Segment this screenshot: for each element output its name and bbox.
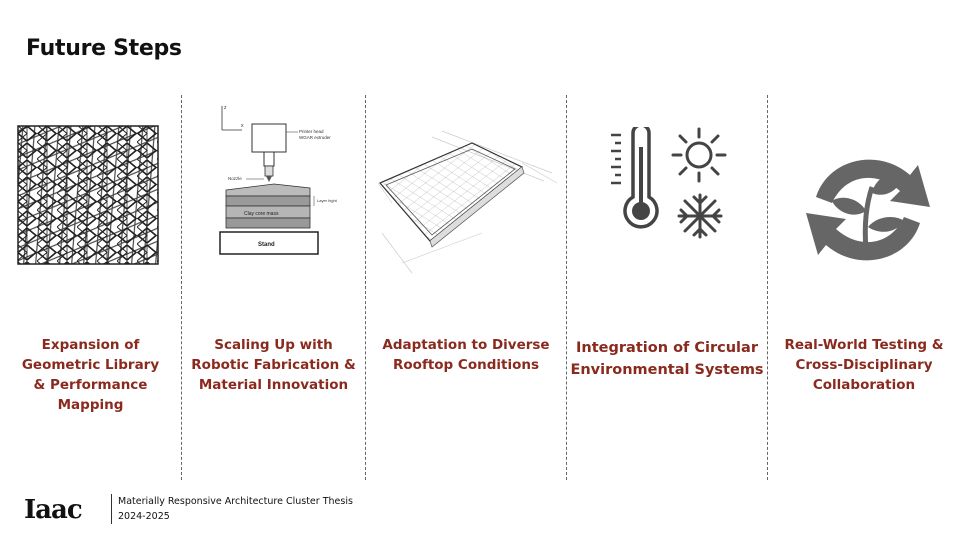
iaac-logo: Iaac — [24, 495, 83, 524]
footer-year: 2024-2025 — [118, 511, 170, 522]
step-label: Real-World Testing & Cross-Disciplinary … — [784, 337, 944, 393]
future-step-geometric-library: Expansion of Geometric Library & Perform… — [0, 95, 181, 480]
slide-title: Future Steps — [26, 36, 182, 61]
geometric-pattern-illustration — [0, 95, 181, 295]
column-divider — [767, 95, 768, 480]
svg-text:Layer hight: Layer hight — [317, 198, 338, 203]
sun-icon — [671, 127, 727, 183]
future-step-rooftop-adaptation: Adaptation to Diverse Rooftop Conditions — [366, 95, 566, 480]
future-step-circular-systems: Integration of Circular Environmental Sy… — [567, 95, 767, 480]
step-label: Integration of Circular Environmental Sy… — [570, 340, 764, 378]
rooftop-panel-icon — [377, 130, 558, 274]
step-label: Adaptation to Diverse Rooftop Conditions — [382, 337, 550, 373]
column-divider — [181, 95, 182, 480]
step-label: Expansion of Geometric Library & Perform… — [21, 337, 160, 413]
3d-printer-diagram-icon: z x Printer head WGAR extruder Nozzle Cl… — [219, 105, 338, 255]
snowflake-icon — [677, 193, 723, 239]
svg-text:x: x — [241, 123, 244, 129]
column-divider — [365, 95, 366, 480]
plant-cycle-illustration — [768, 95, 960, 295]
svg-text:WGAR extruder: WGAR extruder — [299, 135, 331, 140]
svg-text:Nozzle: Nozzle — [228, 176, 242, 181]
future-step-real-world-testing: Real-World Testing & Cross-Disciplinary … — [768, 95, 960, 480]
svg-text:z: z — [224, 105, 227, 111]
rooftop-illustration — [366, 95, 566, 295]
printer-diagram-illustration: z x Printer head WGAR extruder Nozzle Cl… — [182, 95, 365, 295]
footer-caption: Materially Responsive Architecture Clust… — [118, 494, 353, 524]
plant-cycle-icon — [806, 159, 930, 261]
footer-separator — [111, 494, 112, 524]
svg-text:Iaac: Iaac — [24, 495, 82, 524]
climate-illustration — [567, 95, 767, 295]
step-label: Scaling Up with Robotic Fabrication & Ma… — [191, 337, 356, 393]
geometric-pattern-icon — [17, 125, 159, 265]
footer-thesis-title: Materially Responsive Architecture Clust… — [118, 496, 353, 507]
svg-text:Printer head: Printer head — [299, 129, 324, 134]
thermometer-icon — [611, 127, 659, 229]
svg-text:Stand: Stand — [258, 242, 275, 248]
future-step-robotic-fabrication: z x Printer head WGAR extruder Nozzle Cl… — [182, 95, 365, 480]
svg-text:Clay core mass: Clay core mass — [244, 211, 279, 217]
column-divider — [566, 95, 567, 480]
